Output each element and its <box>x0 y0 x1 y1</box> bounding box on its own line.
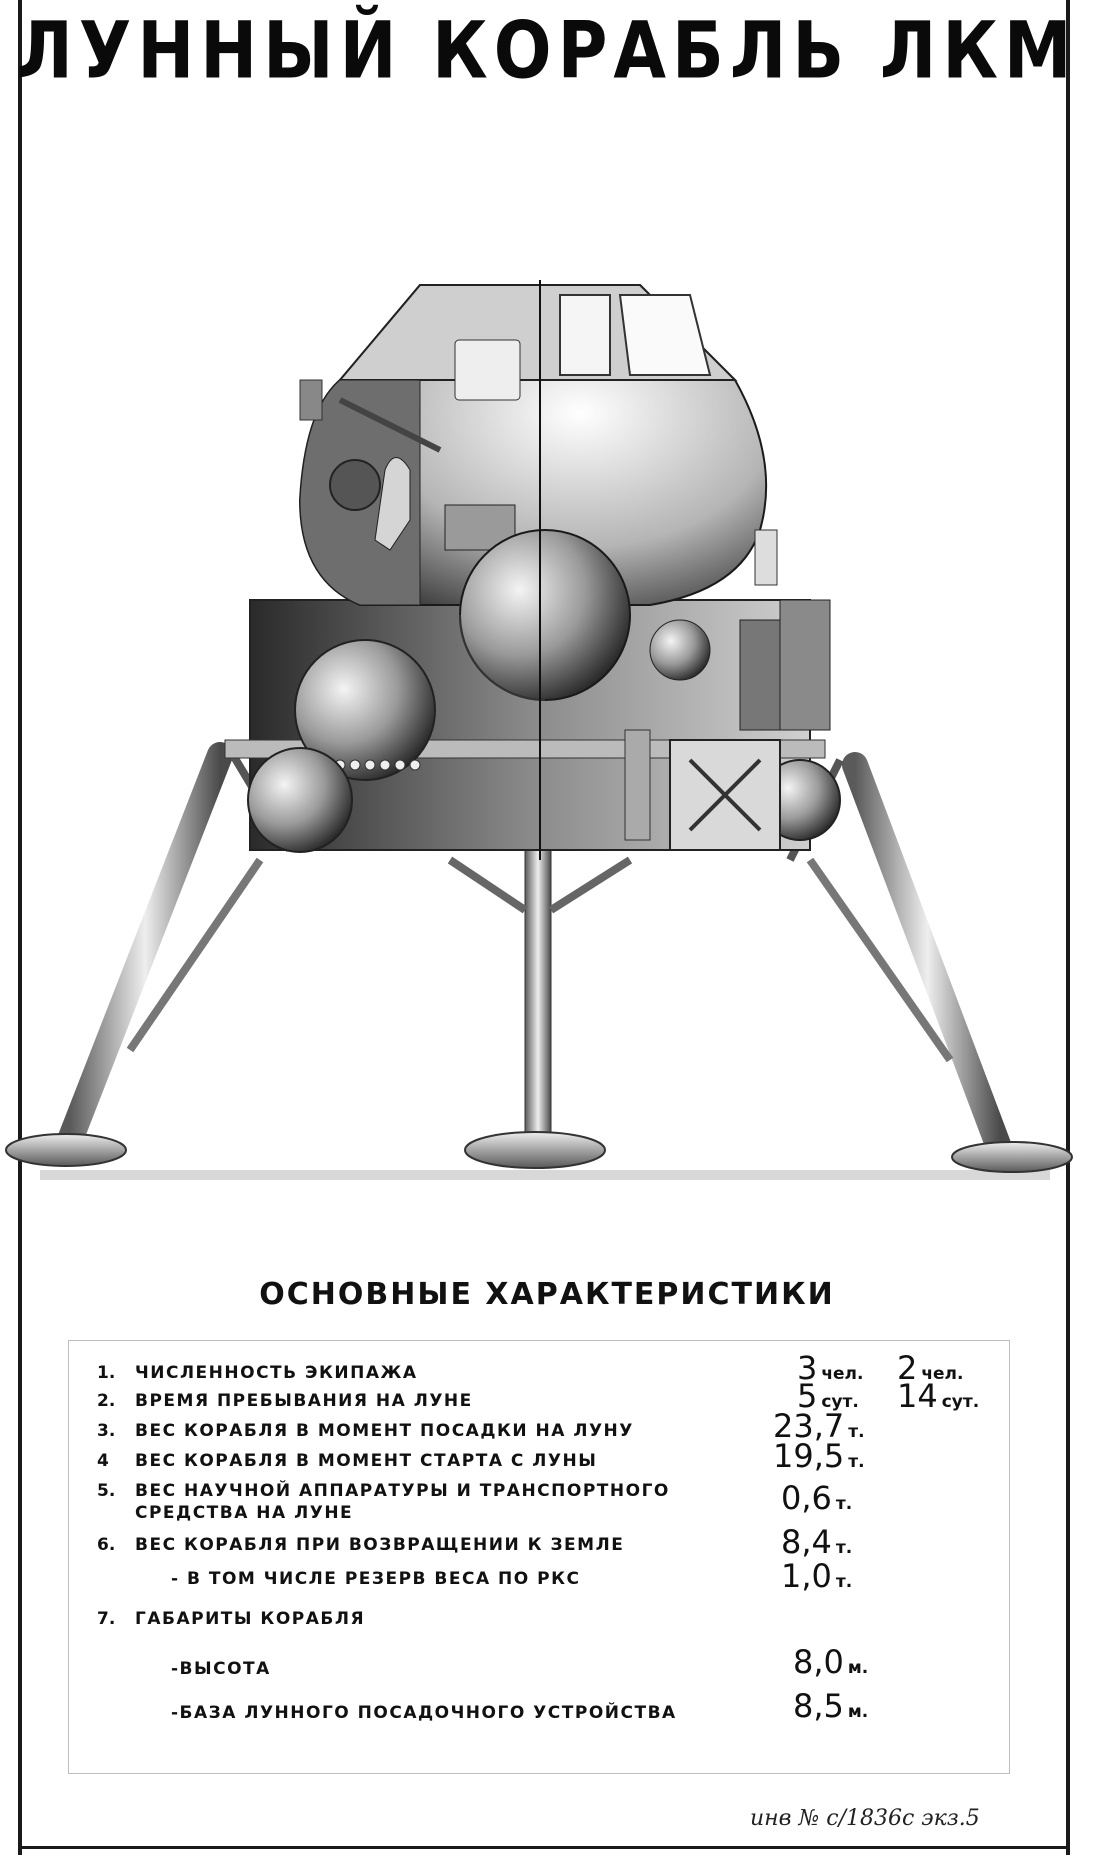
row-label: Вес научной аппаратуры и транспортного <box>135 1481 670 1501</box>
row-label-continued: средства на Луне <box>135 1503 354 1523</box>
right-foot-pad <box>951 1141 1073 1173</box>
row-label: Вес корабля при возвращении к Земле <box>135 1535 625 1555</box>
row-number: 4 <box>97 1451 109 1471</box>
row-number: 5. <box>97 1481 116 1501</box>
row-label: - в том числе резерв веса по РКС <box>171 1569 581 1589</box>
frame-right-border <box>1066 0 1070 1855</box>
frame-bottom-border <box>18 1846 1070 1849</box>
row-number: 2. <box>97 1391 116 1411</box>
row-number: 7. <box>97 1609 116 1629</box>
row-number: 3. <box>97 1421 116 1441</box>
left-landing-leg <box>5 742 294 1167</box>
row-label: Вес корабля в момент посадки на Луну <box>135 1421 634 1441</box>
landing-stage <box>224 599 841 853</box>
lunar-module-illustration <box>5 280 1073 1180</box>
row-label: Габариты корабля <box>135 1609 366 1629</box>
left-foot-pad <box>5 1133 127 1167</box>
row-label: Численность экипажа <box>135 1363 418 1383</box>
inventory-note: инв № с/1836с экз.5 <box>750 1806 980 1831</box>
row-number: 1. <box>97 1363 116 1383</box>
row-label: -высота <box>171 1659 271 1679</box>
characteristics-heading: ОСНОВНЫЕ ХАРАКТЕРИСТИКИ <box>259 1277 835 1312</box>
center-foot-pad <box>464 1131 606 1169</box>
crew-cabin <box>298 284 768 606</box>
center-landing-leg <box>447 849 633 1169</box>
row-label: -база лунного посадочного устройства <box>171 1703 677 1723</box>
poster-title: ЛУННЫЙ КОРАБЛЬ ЛКМ <box>16 6 1078 97</box>
frame-left-border <box>18 0 22 1855</box>
ground-shadow <box>40 1170 1050 1180</box>
row-label: Время пребывания на Луне <box>135 1391 473 1411</box>
row-number: 6. <box>97 1535 116 1555</box>
row-label: Вес корабля в момент старта с Луны <box>135 1451 598 1471</box>
